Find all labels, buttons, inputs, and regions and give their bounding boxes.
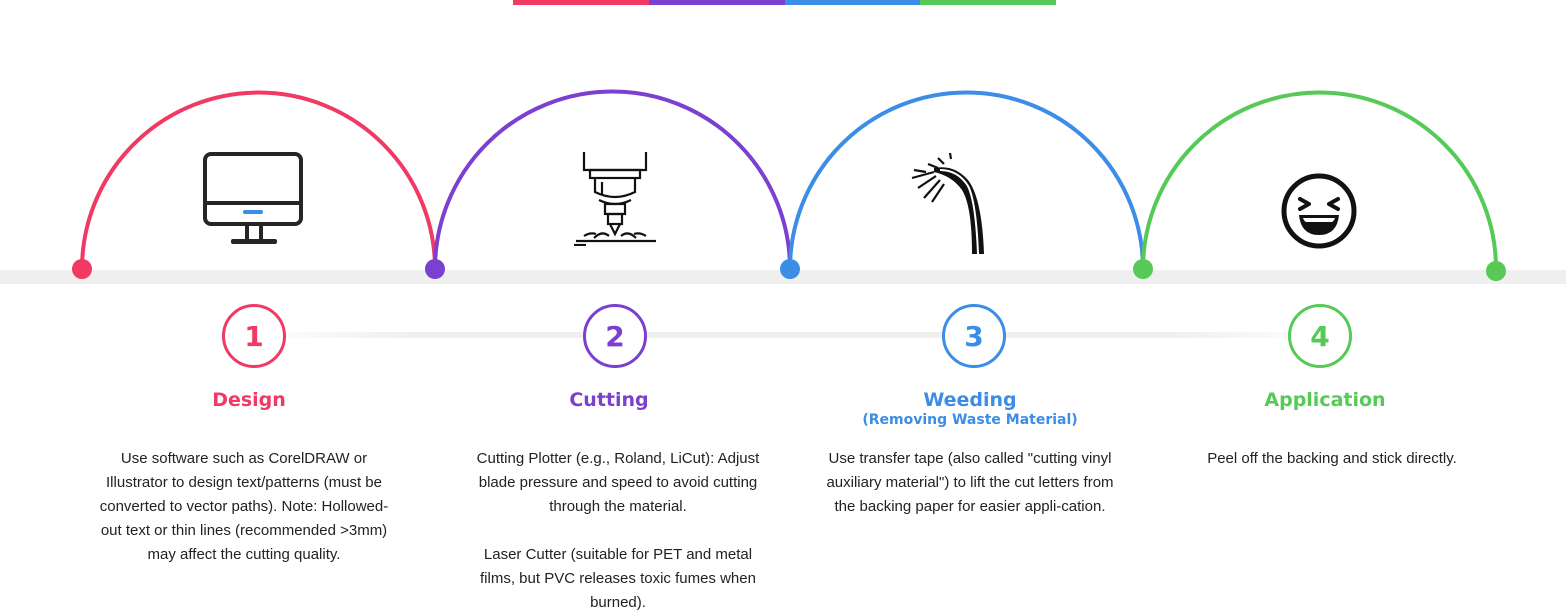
arc-step-4 [1141, 90, 1498, 270]
timeline-track [0, 270, 1566, 284]
dot-1 [72, 259, 92, 279]
step-1-title: Design [212, 389, 286, 411]
step-1-number: 1 [222, 304, 286, 368]
step-2-desc-paragraph-2: Laser Cutter (suitable for PET and metal… [480, 546, 756, 611]
arc-step-1 [80, 90, 437, 270]
step-2-title: Cutting [569, 389, 649, 411]
dot-5 [1486, 261, 1506, 281]
step-1-description: Use software such as CorelDRAW or Illust… [94, 447, 394, 567]
step-3-title: Weeding [923, 389, 1017, 411]
step-2-desc-paragraph-1: Cutting Plotter (e.g., Roland, LiCut): A… [476, 450, 760, 515]
step-3-number: 3 [942, 304, 1006, 368]
number-connector-line [250, 332, 1330, 338]
dot-2 [425, 259, 445, 279]
laughing-face-icon [1281, 173, 1357, 249]
dot-3 [780, 259, 800, 279]
cutting-plotter-icon [574, 152, 656, 246]
step-4-number: 4 [1288, 304, 1352, 368]
step-4-title: Application [1264, 389, 1386, 411]
step-2-description: Cutting Plotter (e.g., Roland, LiCut): A… [468, 447, 768, 615]
top-bar-segment-3 [785, 0, 920, 5]
step-4-desc-paragraph: Peel off the backing and stick directly. [1207, 450, 1457, 467]
top-bar-segment-1 [513, 0, 649, 5]
arc-step-3 [788, 90, 1145, 270]
top-bar-segment-2 [649, 0, 785, 5]
dot-4 [1133, 259, 1153, 279]
monitor-icon [203, 152, 303, 244]
weeding-tweezer-icon [911, 152, 984, 255]
step-3-subtitle: (Removing Waste Material) [862, 412, 1078, 428]
top-bar-segment-4 [920, 0, 1056, 5]
step-3-description: Use transfer tape (also called "cutting … [820, 447, 1120, 519]
step-4-description: Peel off the backing and stick directly. [1176, 447, 1488, 471]
step-1-desc-paragraph: Use software such as CorelDRAW or Illust… [99, 450, 389, 563]
step-2-number: 2 [583, 304, 647, 368]
step-3-desc-paragraph: Use transfer tape (also called "cutting … [826, 450, 1114, 515]
arc-step-2 [433, 89, 792, 270]
